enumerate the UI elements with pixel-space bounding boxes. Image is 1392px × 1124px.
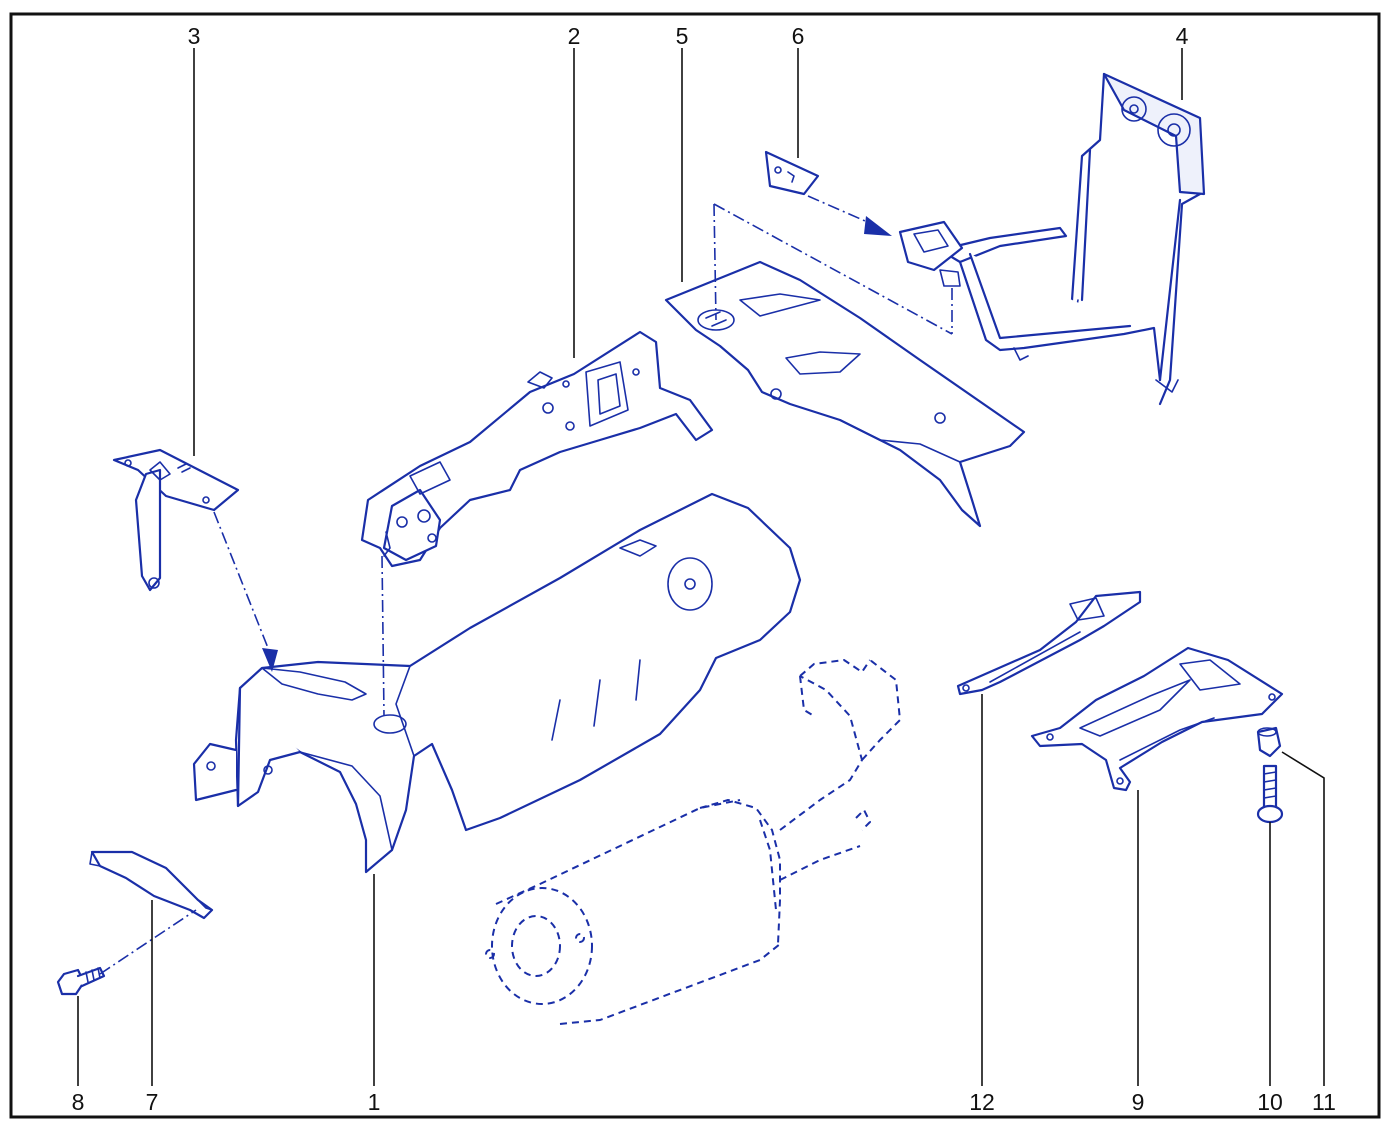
callout-8: 8: [72, 1089, 85, 1115]
callout-7: 7: [146, 1089, 159, 1115]
assembly-lines: [99, 195, 953, 975]
diagram-frame: [9, 12, 1381, 1119]
catalytic-converter-outline: [485, 659, 901, 1025]
part-9-lower-heat-shield: [1030, 646, 1284, 792]
callout-9: 9: [1132, 1089, 1145, 1115]
part-12-bracket: [956, 590, 1142, 696]
callout-12: 12: [969, 1089, 995, 1115]
part-11-nut: [1256, 726, 1282, 758]
part-4-tubular-bracket: [898, 72, 1206, 406]
callout-11: 11: [1312, 1089, 1336, 1115]
callout-1: 1: [368, 1089, 381, 1115]
callout-5: 5: [676, 23, 689, 49]
callout-6: 6: [792, 23, 805, 49]
arrowhead-part-3: [262, 648, 278, 672]
part-3-bracket: [112, 448, 240, 592]
callout-leaders: [77, 48, 1325, 1086]
part-5-upper-heat-shield: [664, 260, 1026, 528]
part-7-bracket: [89, 850, 214, 920]
part-1-main-heat-shield: [192, 492, 802, 874]
callout-3: 3: [188, 23, 201, 49]
part-8-bolt: [56, 966, 106, 996]
arrowhead-part-6: [864, 216, 892, 236]
callout-2: 2: [568, 23, 581, 49]
part-10-bolt: [1256, 764, 1284, 824]
callout-10: 10: [1257, 1089, 1283, 1115]
part-6-clip: [764, 150, 820, 196]
callout-numbers: 3 2 5 6 4 8 7 1 12 9 10 11: [72, 23, 1336, 1115]
part-2-bracket: [360, 330, 714, 568]
callout-4: 4: [1176, 23, 1189, 49]
